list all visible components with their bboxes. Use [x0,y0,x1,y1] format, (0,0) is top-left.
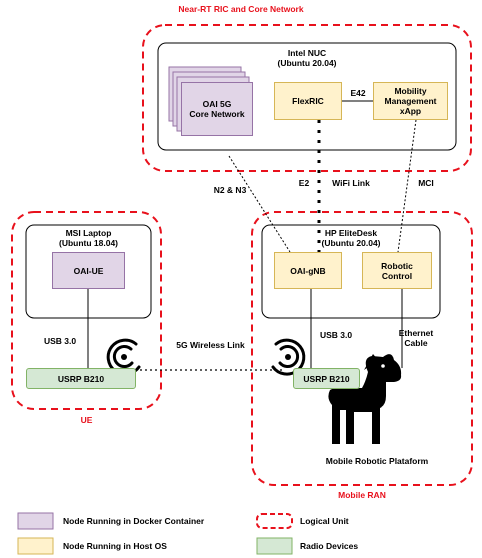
node-oai-5g-core-line2: Core Network [189,109,245,119]
node-oai-ue: OAI-UE [52,252,125,289]
label-wifi: WiFi Link [332,178,370,188]
node-usrp-gnb: USRP B210 [293,368,360,389]
node-usrp-ue-label: USRP B210 [57,373,105,384]
node-oai-ue-label: OAI-UE [73,265,104,276]
host-hp-elitedesk [261,224,441,319]
robot-caption: Mobile Robotic Plataform [325,456,429,466]
node-flexric-label: FlexRIC [292,96,324,106]
group-mobile-ran [251,211,473,486]
host-msi-laptop-name: MSI Laptop [65,228,112,238]
host-hp-elitedesk-os: (Ubuntu 20.04) [321,238,381,248]
legend-logical-unit-label: Logical Unit [300,516,349,526]
node-mobility-xapp: Mobility Management xApp [373,82,448,120]
host-intel-nuc-title: Intel NUC (Ubuntu 20.04) [158,48,456,68]
legend-radio-swatch [256,537,293,555]
legend-host-os-label: Node Running in Host OS [63,541,167,551]
label-e2: E2 [298,178,310,188]
node-usrp-gnb-label: USRP B210 [303,373,350,384]
node-mobility-xapp-line2: Management [384,96,437,106]
node-robotic-control: Robotic Control [362,252,432,289]
label-wireless: 5G Wireless Link [176,340,245,350]
label-usb-ue: USB 3.0 [43,336,77,346]
robot-dog-icon [328,354,402,444]
antenna-gnb-icon [271,338,306,376]
label-e42: E42 [350,88,366,98]
label-ethernet: Ethernet Cable [392,328,440,348]
node-robotic-control-line1: Robotic [381,260,413,271]
host-msi-laptop-os: (Ubuntu 18.04) [58,238,119,248]
label-mci: MCI [418,178,434,188]
label-ethernet-line1: Ethernet [398,328,434,338]
n2-n3-link [228,155,291,253]
node-oai-5g-core-line1: OAI 5G [202,99,232,109]
host-hp-elitedesk-name: HP EliteDesk [324,228,378,238]
group-near-rt-title: Near-RT RIC and Core Network [178,4,304,14]
node-mobility-xapp-line3: xApp [399,106,422,116]
node-mobility-xapp-line1: Mobility [394,86,427,96]
node-usrp-ue: USRP B210 [26,368,136,389]
legend-host-os-swatch [17,537,54,555]
node-oai-5g-core: OAI 5G Core Network [181,82,253,136]
group-mobile-ran-title: Mobile RAN [338,490,386,500]
legend-docker-label: Node Running in Docker Container [63,516,205,526]
host-intel-nuc-os: (Ubuntu 20.04) [277,58,337,68]
group-ue [11,211,162,410]
group-ue-title: UE [80,415,93,425]
label-ethernet-line2: Cable [404,338,428,348]
legend-docker-swatch [17,512,54,530]
node-oai-gnb: OAI-gNB [274,252,342,289]
host-intel-nuc-name: Intel NUC [287,48,327,58]
node-robotic-control-line2: Control [381,270,413,281]
node-flexric: FlexRIC [274,82,342,120]
label-usb-gnb: USB 3.0 [319,330,353,340]
node-oai-gnb-label: OAI-gNB [290,265,326,276]
legend-logical-unit-swatch [256,513,293,529]
label-n2-n3: N2 & N3 [213,185,247,195]
host-msi-laptop-title: MSI Laptop (Ubuntu 18.04) [26,228,151,248]
legend-radio-label: Radio Devices [300,541,359,551]
host-hp-elitedesk-title: HP EliteDesk (Ubuntu 20.04) [262,228,440,248]
